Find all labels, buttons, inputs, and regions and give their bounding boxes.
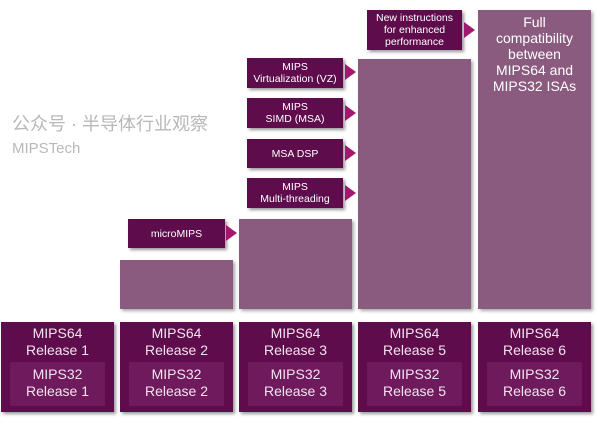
mips32-label: MIPS32 [32, 366, 83, 382]
release5-bar [358, 59, 471, 309]
arrow-icon [464, 22, 475, 38]
mips32-label: MIPS32 [509, 366, 560, 382]
label: New instructions [375, 12, 454, 24]
release-label: Release 5 [382, 383, 447, 399]
release-label: Release 1 [25, 383, 90, 399]
release-label: Release 2 [144, 383, 209, 399]
r6-line: MIPS32 ISAs [492, 78, 577, 94]
mips64-label: MIPS64 [509, 325, 560, 341]
arrow-icon [345, 145, 356, 161]
arrow-icon [226, 225, 237, 241]
mips64-label: MIPS64 [389, 325, 440, 341]
mips64-label: MIPS64 [32, 325, 83, 341]
label: MSA DSP [271, 147, 319, 160]
label: MIPS [282, 181, 308, 193]
mips64-label: MIPS64 [270, 325, 321, 341]
arrow-icon [345, 105, 356, 121]
r6-line: compatibility [495, 30, 574, 46]
release-label: Release 3 [263, 342, 328, 358]
watermark-brand: MIPSTech [12, 140, 81, 157]
micromips-box: microMIPS [128, 219, 225, 248]
label: microMIPS [150, 227, 203, 240]
r6-line: between [508, 46, 561, 62]
msa-dsp-box: MSA DSP [247, 139, 343, 168]
mips64-label: MIPS64 [151, 325, 202, 341]
release-label: Release 6 [502, 383, 567, 399]
arrow-icon [345, 64, 356, 80]
label: MIPS [282, 101, 308, 113]
mips32-label: MIPS32 [270, 366, 321, 382]
release-label: Release 1 [25, 342, 90, 358]
arrow-icon [345, 185, 356, 201]
r6-line: MIPS64 and [495, 62, 574, 78]
release2-bar [120, 260, 233, 309]
release3-bar [239, 219, 352, 309]
mips32-label: MIPS32 [389, 366, 440, 382]
label: Virtualization (VZ) [253, 73, 337, 85]
mips32-label: MIPS32 [151, 366, 202, 382]
label: performance [385, 36, 444, 48]
label: MIPS [282, 61, 308, 73]
release-label: Release 2 [144, 342, 209, 358]
release-label: Release 5 [382, 342, 447, 358]
label: SIMD (MSA) [265, 113, 325, 125]
label: for enhanced [383, 24, 446, 36]
release-label: Release 3 [263, 383, 328, 399]
release6-bar: Full compatibility between MIPS64 and MI… [478, 10, 591, 309]
r6-line: Full [523, 14, 546, 30]
watermark-text: 公众号 · 半导体行业观察 [12, 114, 208, 134]
release-label: Release 6 [502, 342, 567, 358]
label: Multi-threading [260, 193, 330, 205]
